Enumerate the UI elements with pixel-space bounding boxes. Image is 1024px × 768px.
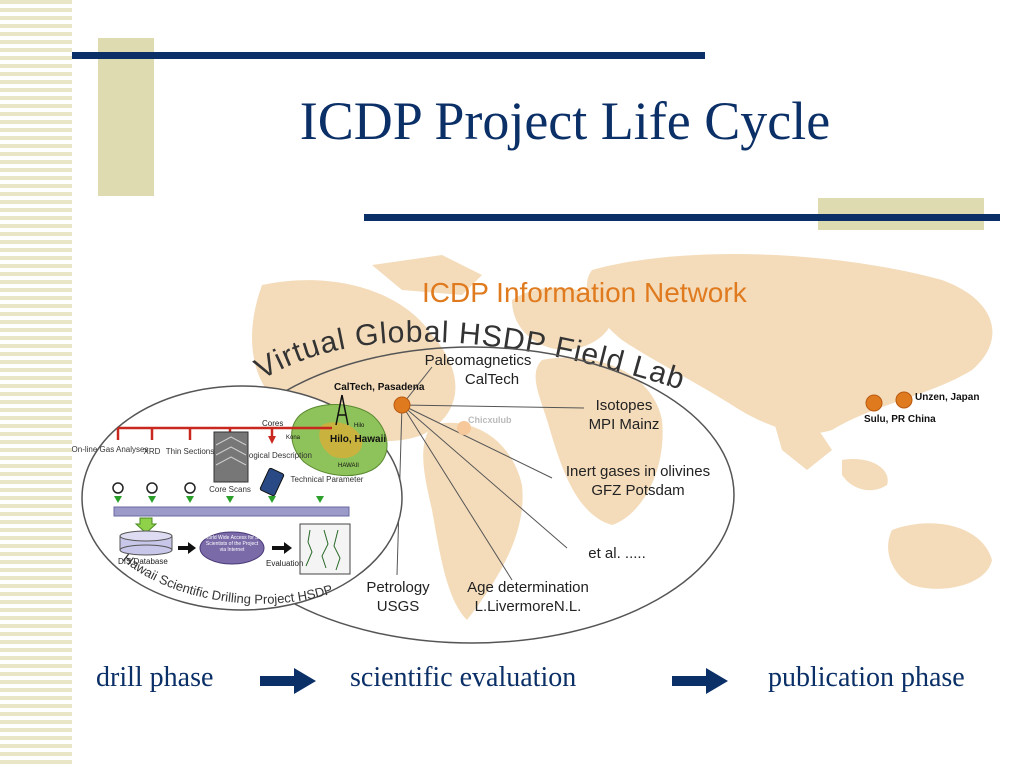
scientific-evaluation-label: scientific evaluation xyxy=(350,662,577,693)
chicxulub-marker xyxy=(457,421,471,435)
evaluation-chart-traces xyxy=(305,529,341,571)
top-navy-rule xyxy=(72,52,705,59)
www-access-label: World Wide Access for all Scientists of … xyxy=(203,535,261,553)
arrow-right-icon xyxy=(260,668,316,694)
data-collection-bar xyxy=(113,506,350,517)
cores-arrow-icon xyxy=(268,436,276,444)
www-access-text-box: World Wide Access for all Scientists of … xyxy=(203,535,261,553)
drill-phase-label: drill phase xyxy=(96,662,214,693)
www-access-bubble xyxy=(199,531,265,565)
arrow-to-www xyxy=(178,542,196,554)
meter-icon xyxy=(184,482,196,494)
dis-database-icon xyxy=(119,530,173,556)
hilo-hawaii-label: Hilo, Hawaii xyxy=(330,434,386,445)
chicxulub-label: Chicxulub xyxy=(468,415,512,425)
project-phases-row: drill phase scientific evaluation public… xyxy=(0,660,1024,700)
kona-label: Kona xyxy=(286,435,301,441)
arrow-to-evaluation xyxy=(272,542,292,554)
drill-rig-icon xyxy=(335,394,349,426)
mid-navy-rule xyxy=(364,214,1000,221)
sample-inputs: On-line Gas Analyses XRD Thin Sections C… xyxy=(72,445,364,494)
left-stripe-decoration xyxy=(0,0,72,768)
sulu-marker xyxy=(865,394,883,412)
evaluation-label: Evaluation xyxy=(266,559,303,568)
meter-icons xyxy=(112,482,196,494)
input-core-scans: Core Scans xyxy=(209,485,251,494)
node-et-al: et al. ..... xyxy=(588,545,646,562)
slide-title: ICDP Project Life Cycle xyxy=(299,91,831,151)
hawaii-island-highland xyxy=(319,422,363,459)
caltech-hub-label: CalTech, Pasadena xyxy=(334,382,425,393)
green-arrow-to-database xyxy=(134,517,158,534)
caltech-hub-marker xyxy=(393,396,411,414)
unzen-marker xyxy=(895,391,913,409)
input-technical-parameter: Technical Parameter xyxy=(291,475,364,484)
green-down-arrows xyxy=(114,496,324,503)
input-thin-sections: Thin Sections xyxy=(166,447,214,456)
hilo-label: Hilo xyxy=(354,423,365,429)
core-scan-pattern xyxy=(215,436,247,466)
dis-database-label: DIS Database xyxy=(118,557,168,566)
meter-icon xyxy=(146,482,158,494)
icdp-network-diagram: ICDP Information Network Virtual Global … xyxy=(72,253,993,644)
publication-phase-label: publication phase xyxy=(768,662,965,693)
input-xrd: XRD xyxy=(144,447,161,456)
top-left-olive-block xyxy=(98,38,154,196)
input-gas-analyses: On-line Gas Analyses xyxy=(72,445,148,454)
cores-label: Cores xyxy=(262,419,283,428)
arrow-right-icon xyxy=(672,668,728,694)
network-spokes xyxy=(396,366,585,581)
tablet-icon xyxy=(259,467,285,497)
network-title: ICDP Information Network xyxy=(422,277,748,308)
meter-icon xyxy=(112,482,124,494)
sulu-label: Sulu, PR China xyxy=(864,414,936,425)
input-geological-description: Geological Description xyxy=(232,451,312,460)
hawaii-label: HAWAII xyxy=(338,463,359,469)
unzen-label: Unzen, Japan xyxy=(915,392,979,403)
